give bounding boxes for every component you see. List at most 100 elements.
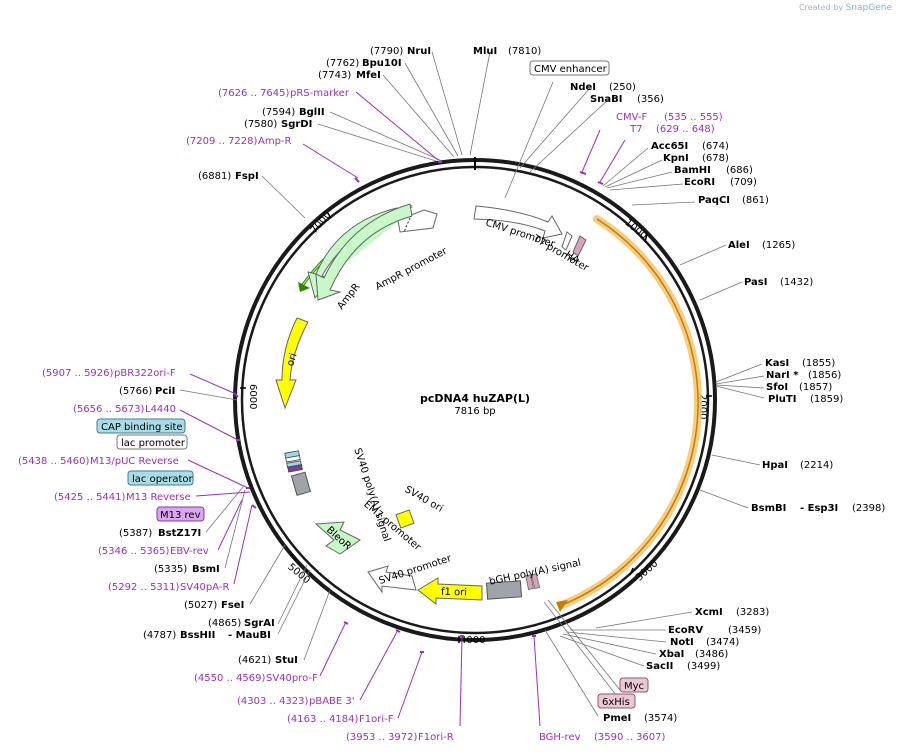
primer-lines (179, 91, 626, 727)
svg-text:(1265): (1265) (762, 240, 795, 251)
svg-text:T7: T7 (629, 124, 642, 135)
svg-text:StuI: StuI (275, 655, 298, 666)
enzyme-bsmi: (5335)BsmI (154, 564, 220, 575)
enzyme-mlui: MluI(7810) (473, 46, 541, 57)
enzyme-sacii: SacII(3499) (646, 661, 720, 672)
svg-text:pRS-marker: pRS-marker (290, 88, 350, 99)
ori-arrow (275, 317, 309, 410)
svg-text:KpnI: KpnI (663, 153, 689, 164)
svg-text:(250): (250) (609, 82, 636, 93)
svg-text:(3486): (3486) (695, 649, 728, 660)
primer-pbr322ori-f: (5907 .. 5926)pBR322ori-F (42, 368, 176, 379)
svg-text:pBABE 3': pBABE 3' (309, 696, 355, 707)
svg-text:BstZ17I: BstZ17I (158, 528, 201, 539)
feature-label-ori: ori (285, 352, 299, 368)
enzyme-mfei: (7743)MfeI (318, 70, 381, 81)
svg-text:F1ori-F: F1ori-F (359, 714, 394, 725)
sv40-polya-box (290, 471, 312, 496)
svg-text:SfoI: SfoI (766, 382, 788, 393)
primer-markers (233, 161, 604, 653)
lac-promoter-box (285, 455, 301, 463)
svg-text:(4163 .. 4184): (4163 .. 4184) (287, 714, 359, 725)
plasmid-name: pcDNA4 huZAP(L) (420, 392, 530, 405)
svg-text:Acc65I: Acc65I (651, 141, 688, 152)
f1-ori-arrow (417, 577, 483, 606)
svg-text:M13/pUC Reverse: M13/pUC Reverse (90, 456, 179, 467)
svg-text:PciI: PciI (155, 386, 175, 397)
svg-text:(5907 .. 5926): (5907 .. 5926) (42, 368, 114, 379)
snapgene-credit: Created by SnapGene (799, 3, 892, 13)
tick-2000: 2000 (697, 394, 708, 419)
label-m13-rev: M13 rev (156, 506, 205, 522)
svg-text:(3574): (3574) (644, 713, 677, 724)
primer-labels: (7626 .. 7645)pRS-marker (7209 .. 7228)A… (18, 88, 723, 743)
svg-text:(1856): (1856) (808, 370, 841, 381)
svg-text:EcoRV: EcoRV (668, 625, 703, 636)
primer-sv40pa-r: (5292 .. 5311)SV40pA-R (108, 582, 229, 593)
primer-f1ori-r: (3953 .. 3972)F1ori-R (346, 732, 454, 743)
enzyme-xcmi: XcmI (3283) (695, 607, 769, 618)
svg-text:SacII: SacII (646, 661, 673, 672)
m13-rev-box (287, 464, 303, 473)
connector-lines (179, 51, 765, 717)
svg-text:(3459): (3459) (728, 625, 761, 636)
enzyme-pluti: PluTI(1859) (768, 394, 843, 405)
ha-tag (572, 235, 587, 257)
svg-text:(4303 .. 4323): (4303 .. 4323) (237, 696, 309, 707)
svg-text:M13 rev: M13 rev (160, 510, 201, 521)
credit-prefix: Created by (799, 3, 844, 12)
enzyme-bsshii: (4787) BssHII - MauBI (143, 630, 271, 641)
enzyme-nari: NarI *(1856) (766, 370, 841, 381)
svg-text:SgrDI: SgrDI (281, 119, 312, 130)
enzyme-pmei: PmeI(3574) (603, 713, 677, 724)
svg-text:(629 .. 648): (629 .. 648) (656, 124, 715, 135)
svg-text:(1857): (1857) (799, 382, 832, 393)
enzyme-fspi: (6881)FspI (198, 171, 259, 182)
svg-text:BssHII: BssHII (180, 630, 215, 641)
svg-text:SnaBI: SnaBI (590, 94, 622, 105)
svg-text:(3590 .. 3607): (3590 .. 3607) (594, 732, 666, 743)
svg-text:(674): (674) (702, 141, 729, 152)
svg-text:(2214): (2214) (800, 460, 833, 471)
svg-text:(5346 .. 5365): (5346 .. 5365) (98, 546, 170, 557)
svg-text:(1855): (1855) (802, 358, 835, 369)
primer-l4440: (5656 .. 5673)L4440 (73, 404, 176, 415)
tick-6000: 6000 (247, 384, 258, 409)
svg-text:XcmI: XcmI (695, 607, 723, 618)
label-6xhis: 6xHis (597, 693, 636, 709)
svg-text:MfeI: MfeI (356, 70, 381, 81)
svg-text:- MauBI: - MauBI (228, 630, 271, 641)
primer-prs-marker: (7626 .. 7645)pRS-marker (218, 88, 350, 99)
label-lac-operator: lac operator (127, 470, 194, 486)
bleor-arrow (314, 521, 361, 555)
primer-amp-r: (7209 .. 7228)Amp-R (186, 136, 292, 147)
enzyme-ecori: EcoRI(709) (684, 177, 757, 188)
enzyme-bpu10i: (7762)Bpu10I (326, 58, 402, 69)
sv40-promoter-arrow (367, 565, 417, 594)
enzyme-pcii: (5766)PciI (119, 386, 175, 397)
svg-text:PluTI: PluTI (768, 394, 796, 405)
svg-text:(4787): (4787) (143, 630, 176, 641)
feature-label-ampr-promoter: AmpR promoter (374, 245, 450, 292)
svg-text:pBR322ori-F: pBR322ori-F (114, 368, 176, 379)
svg-text:CMV enhancer: CMV enhancer (534, 64, 608, 75)
svg-text:(3283): (3283) (736, 607, 769, 618)
primer-m13-reverse: (5425 .. 5441)M13 Reverse (54, 492, 191, 503)
enzyme-ecorv: EcoRV (3459) (668, 625, 761, 636)
feature-label-f1-ori: f1 ori (441, 587, 467, 599)
svg-text:BglII: BglII (299, 107, 325, 118)
svg-text:EBV-rev: EBV-rev (170, 546, 209, 557)
enzyme-sgrdi: (7580)SgrDI (244, 119, 312, 130)
svg-text:(678): (678) (702, 153, 729, 164)
enzyme-bsmbi: BsmBI- Esp3I(2398) (751, 503, 885, 514)
svg-text:CMV-F: CMV-F (616, 112, 647, 123)
svg-text:MluI: MluI (473, 46, 497, 57)
svg-text:SgrAI: SgrAI (244, 618, 275, 629)
svg-text:NdeI: NdeI (570, 82, 596, 93)
tick-3000: 3000 (634, 558, 660, 583)
enzyme-labels: (7790)NruI MluI(7810) (7762)Bpu10I (7743… (119, 46, 885, 724)
svg-text:SV40pro-F: SV40pro-F (266, 673, 318, 684)
svg-text:HpaI: HpaI (762, 460, 788, 471)
svg-text:(5387): (5387) (119, 528, 152, 539)
